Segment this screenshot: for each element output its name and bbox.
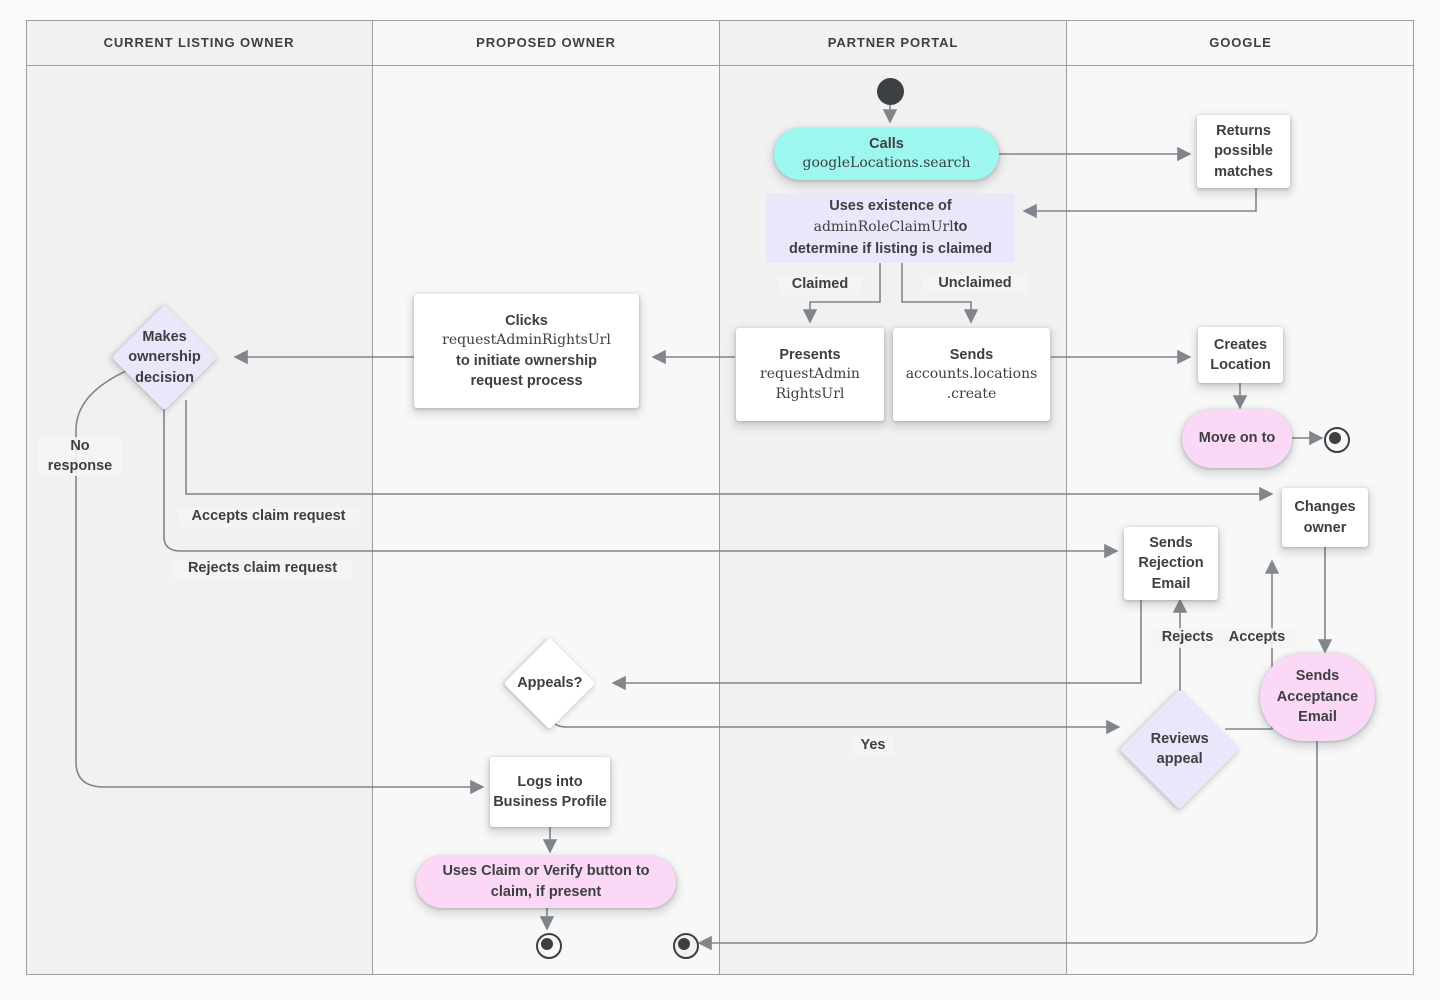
lane-header-google: GOOGLE	[1067, 20, 1414, 66]
node-label: Move on to	[1198, 430, 1276, 447]
diagram-frame	[26, 20, 1414, 975]
node-line-2: requestAdminRightsUrl	[442, 332, 611, 349]
node-line-3: RightsUrl	[775, 385, 845, 402]
node-line-1: Clicks	[505, 312, 548, 329]
node-label: Appeals?	[516, 675, 583, 692]
edge-accepts-claim-request	[185, 400, 1274, 502]
node-line-2-wrap: adminRoleClaimUrlto	[814, 217, 968, 238]
node-label: Reviews appeal	[1150, 731, 1209, 768]
node-logs-into-business-profile[interactable]: Logs into Business Profile	[490, 757, 610, 827]
node-line-1: Sends	[949, 346, 994, 363]
edge-rejection-to-appeals	[611, 600, 1142, 691]
edge-uses-to-sends-create	[901, 263, 979, 324]
end-terminal-proposed-owner	[536, 933, 562, 959]
edge-label-accepts-claim-request: Accepts claim request	[178, 507, 359, 527]
end-terminal-google	[1324, 427, 1350, 453]
start-terminal	[877, 78, 904, 105]
node-creates-location[interactable]: Creates Location	[1198, 327, 1283, 383]
edge-label-claimed: Claimed	[778, 275, 862, 295]
node-sends-rejection-email[interactable]: Sends Rejection Email	[1124, 527, 1218, 600]
node-sends-accounts-locations-create[interactable]: Sends accounts.locations .create	[893, 328, 1050, 421]
node-label: Returns possible matches	[1214, 123, 1273, 180]
node-label: Changes owner	[1294, 499, 1356, 536]
edge-no-response	[75, 367, 485, 795]
lane-header-proposed-owner: PROPOSED OWNER	[373, 20, 720, 66]
lane-header-current-listing-owner: CURRENT LISTING OWNER	[26, 20, 373, 66]
node-line-4: determine if listing is claimed	[788, 240, 993, 257]
edge-rejects-claim-request	[163, 400, 1119, 559]
node-returns-possible-matches[interactable]: Returns possible matches	[1197, 115, 1290, 188]
node-line-1: Uses existence of	[829, 198, 952, 215]
node-line-2: requestAdmin	[760, 366, 860, 383]
node-changes-owner[interactable]: Changes owner	[1282, 488, 1368, 547]
node-label: Logs into Business Profile	[493, 773, 607, 810]
node-line-3: .create	[946, 385, 997, 402]
edge-returns-to-uses	[1022, 188, 1257, 219]
lane-title: CURRENT LISTING OWNER	[103, 35, 295, 50]
edge-label-rejects: Rejects	[1151, 628, 1224, 648]
node-move-on-to[interactable]: Move on to	[1182, 409, 1292, 468]
node-uses-claim-or-verify-button[interactable]: Uses Claim or Verify button to claim, if…	[416, 856, 676, 908]
lane-title: GOOGLE	[1209, 35, 1272, 50]
node-label: Sends Acceptance Email	[1276, 668, 1359, 726]
node-line-3: to initiate ownership	[456, 352, 597, 369]
node-uses-existence-of-admin-role-claim-url[interactable]: Uses existence of adminRoleClaimUrlto de…	[766, 193, 1015, 263]
edge-uses-to-presents	[802, 263, 881, 324]
node-label: Creates Location	[1210, 336, 1271, 373]
node-line-1: Presents	[779, 346, 841, 363]
node-label: Uses Claim or Verify button to claim, if…	[442, 863, 650, 900]
node-label: Makes ownership decision	[128, 329, 201, 386]
node-line-3: to	[953, 219, 968, 236]
node-line-1: Calls	[869, 135, 904, 152]
node-label: Sends Rejection Email	[1138, 535, 1204, 592]
lane-header-partner-portal: PARTNER PORTAL	[720, 20, 1067, 66]
edge-appeals-yes	[549, 712, 1121, 735]
lane-title: PROPOSED OWNER	[476, 35, 616, 50]
node-line-2: adminRoleClaimUrl	[813, 219, 954, 236]
end-terminal-partner-portal	[673, 933, 699, 959]
lane-title: PARTNER PORTAL	[827, 35, 959, 50]
node-presents-request-admin-rights-url[interactable]: Presents requestAdmin RightsUrl	[736, 328, 884, 421]
node-line-2: googleLocations.search	[802, 155, 971, 172]
edge-label-no-response: No response	[38, 437, 122, 477]
edge-label-accepts: Accepts	[1219, 628, 1295, 648]
node-sends-acceptance-email[interactable]: Sends Acceptance Email	[1260, 653, 1375, 741]
edge-reviews-accepts	[1225, 559, 1280, 730]
node-clicks-request-admin-rights-url[interactable]: Clicks requestAdminRightsUrl to initiate…	[414, 294, 639, 408]
edge-acceptance-to-end-partner	[697, 740, 1318, 951]
edge-label-unclaimed: Unclaimed	[922, 274, 1028, 294]
edge-label-yes: Yes	[852, 736, 894, 756]
node-line-4: request process	[470, 372, 583, 389]
node-line-2: accounts.locations	[905, 366, 1038, 383]
edge-label-rejects-claim-request: Rejects claim request	[172, 559, 353, 579]
node-calls-google-locations-search[interactable]: Calls googleLocations.search	[774, 128, 999, 180]
